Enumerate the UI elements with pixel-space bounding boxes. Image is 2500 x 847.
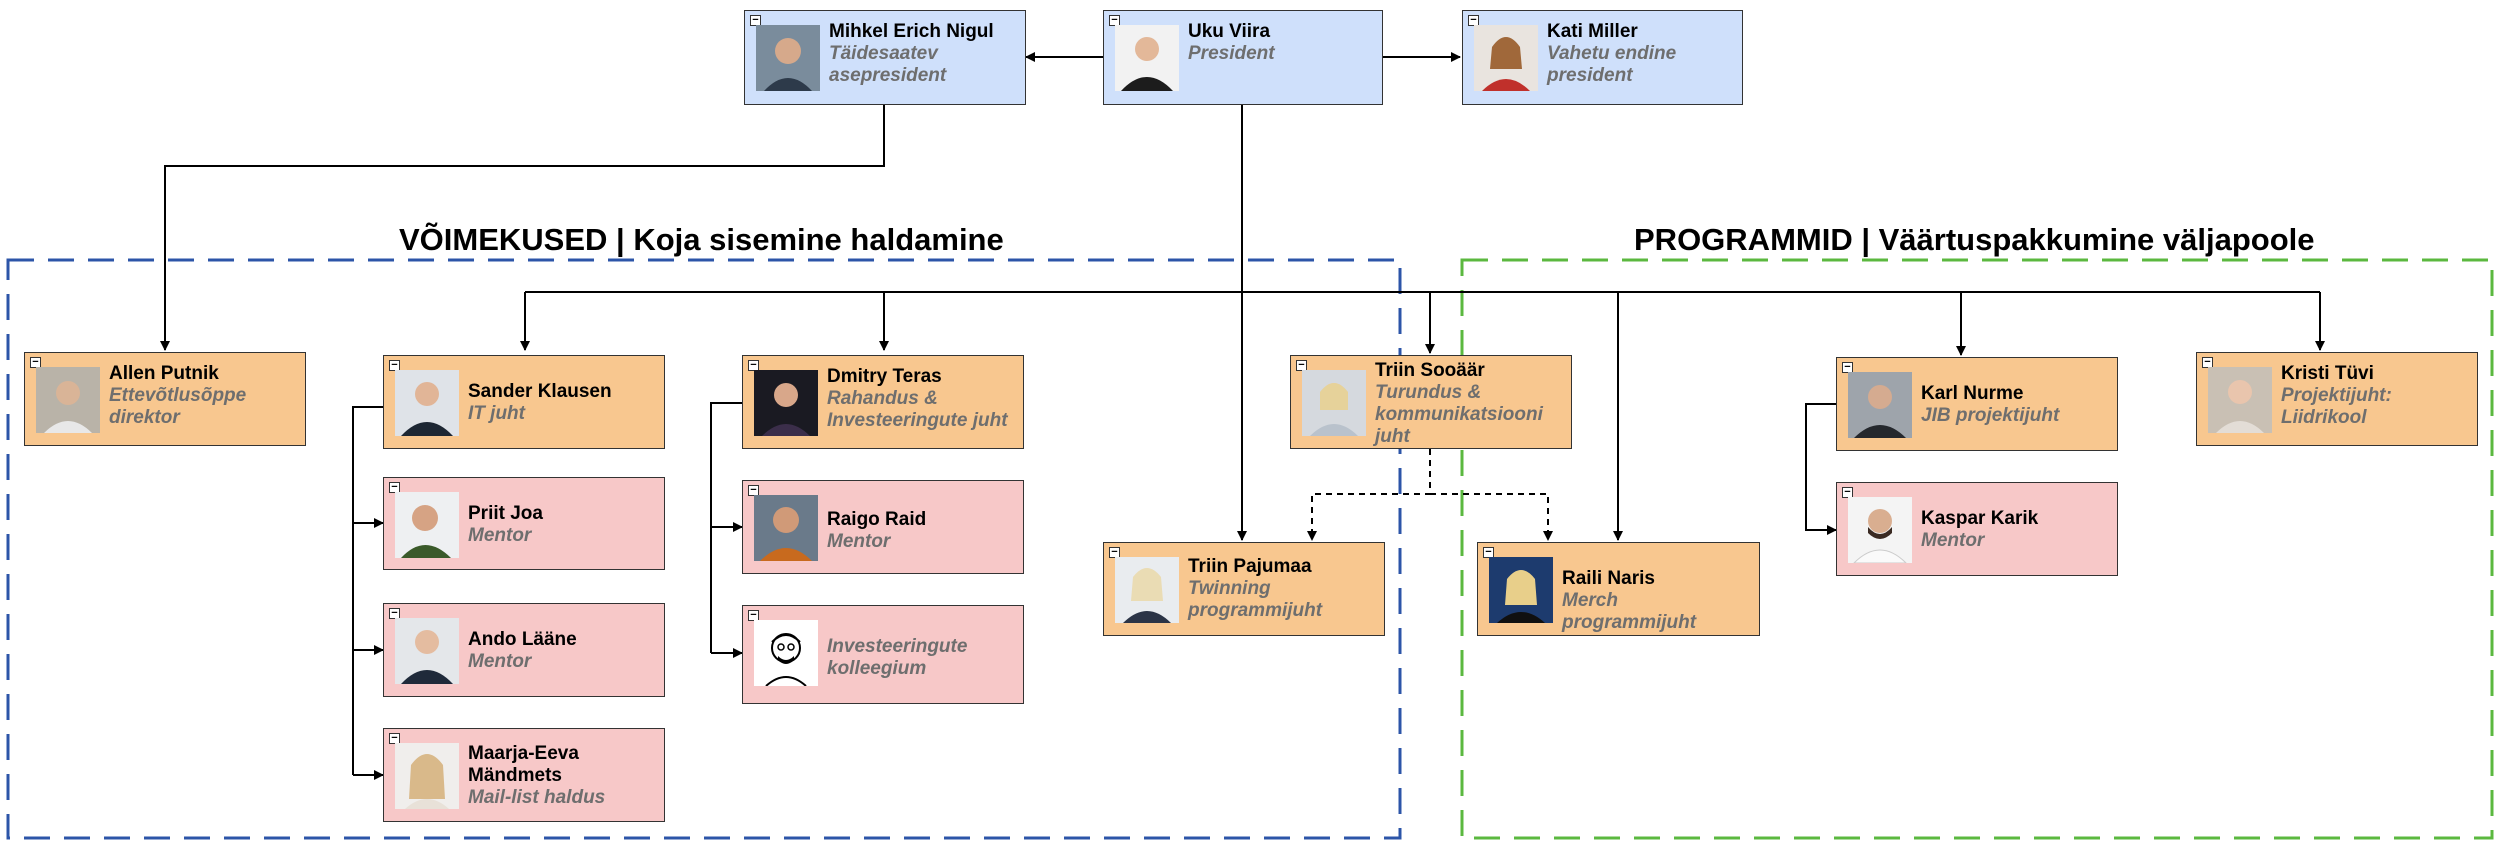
avatar (1115, 557, 1179, 623)
connector-dmitry-subtree (710, 402, 742, 653)
collapse-toggle[interactable]: − (1842, 487, 1853, 498)
person-name: Maarja-Eeva Mändmets (468, 743, 579, 786)
person-role: Mail-list haldus (468, 787, 606, 808)
card-investeeringute-kolleegium[interactable]: − Investeeringute kolleegium (742, 605, 1024, 704)
avatar (1302, 370, 1366, 436)
person-name: Kristi Tüvi (2281, 363, 2374, 384)
collapse-toggle[interactable]: − (748, 485, 759, 496)
person-role: Mentor (827, 531, 891, 552)
person-role: Projektijuht: Liidrikool (2281, 385, 2392, 428)
person-role: Rahandus & Investeeringute juht (827, 388, 1008, 431)
person-role: Mentor (468, 651, 532, 672)
collapse-toggle[interactable]: − (30, 357, 41, 368)
collapse-toggle[interactable]: − (750, 15, 761, 26)
avatar (1115, 25, 1179, 91)
person-role: Ettevõtlusõppe direktor (109, 385, 247, 428)
avatar (1848, 497, 1912, 563)
collapse-toggle[interactable]: − (389, 482, 400, 493)
collapse-toggle[interactable]: − (389, 733, 400, 744)
connector-karl-subtree (1805, 403, 1837, 535)
capabilities-section-frame (6, 258, 1402, 840)
avatar (1489, 557, 1553, 623)
avatar (395, 618, 459, 684)
avatar (756, 25, 820, 91)
person-role: Merch programmijuht (1562, 590, 1697, 633)
person-name: Allen Putnik (109, 363, 219, 384)
person-name: Ando Lääne (468, 629, 577, 650)
collapse-toggle[interactable]: − (1468, 15, 1479, 26)
avatar (754, 495, 818, 561)
person-name: Karl Nurme (1921, 383, 2024, 404)
avatar (754, 370, 818, 436)
person-role: Investeeringute kolleegium (827, 636, 968, 679)
person-name: Uku Viira (1188, 21, 1271, 42)
person-role: IT juht (468, 403, 525, 424)
collapse-toggle[interactable]: − (748, 360, 759, 371)
person-name: Triin Pajumaa (1188, 556, 1312, 577)
programs-section-frame (1460, 258, 2494, 840)
collapse-toggle[interactable]: − (1109, 15, 1120, 26)
avatar (395, 370, 459, 436)
person-name: Kati Miller (1547, 21, 1638, 42)
person-role: Twinning programmijuht (1188, 578, 1323, 621)
person-name: Priit Joa (468, 503, 543, 524)
collapse-toggle[interactable]: − (389, 360, 400, 371)
person-name: Raigo Raid (827, 509, 927, 530)
dotted-connector-triin-s-raili (1430, 493, 1553, 541)
person-name: Kaspar Karik (1921, 508, 2039, 529)
collapse-toggle[interactable]: − (389, 608, 400, 619)
avatar (395, 492, 459, 558)
connector-mihkel-allen (160, 105, 885, 351)
person-name: Triin Sooäär (1375, 360, 1485, 381)
avatar (1848, 372, 1912, 438)
capabilities-section-title: VÕIMEKUSED | Koja sisemine haldamine (399, 222, 1004, 257)
person-role: President (1188, 43, 1275, 64)
person-role: Mentor (468, 525, 532, 546)
person-role: Turundus & kommunikatsiooni juht (1375, 382, 1543, 447)
collapse-toggle[interactable]: − (1483, 547, 1494, 558)
person-role: JIB projektijuht (1921, 405, 2060, 426)
avatar (36, 367, 100, 433)
person-name: Dmitry Teras (827, 366, 942, 387)
avatar-illustration-icon (754, 620, 818, 686)
collapse-toggle[interactable]: − (1842, 362, 1853, 373)
person-name: Sander Klausen (468, 381, 612, 402)
dotted-connector-triin-s (1307, 449, 1431, 541)
avatar (2208, 367, 2272, 433)
collapse-toggle[interactable]: − (1109, 547, 1120, 558)
person-role: Täidesaatev asepresident (829, 43, 947, 86)
collapse-toggle[interactable]: − (748, 610, 759, 621)
collapse-toggle[interactable]: − (2202, 357, 2213, 368)
avatar (395, 743, 459, 809)
avatar (1474, 25, 1538, 91)
collapse-toggle[interactable]: − (1296, 360, 1307, 371)
programs-section-title: PROGRAMMID | Väärtuspakkumine väljapoole (1634, 222, 2315, 257)
person-role: Vahetu endine president (1547, 43, 1677, 86)
connector-sander-subtree (352, 406, 383, 775)
person-role: Mentor (1921, 530, 1985, 551)
person-name: Raili Naris (1562, 568, 1655, 589)
person-name: Mihkel Erich Nigul (829, 21, 994, 42)
